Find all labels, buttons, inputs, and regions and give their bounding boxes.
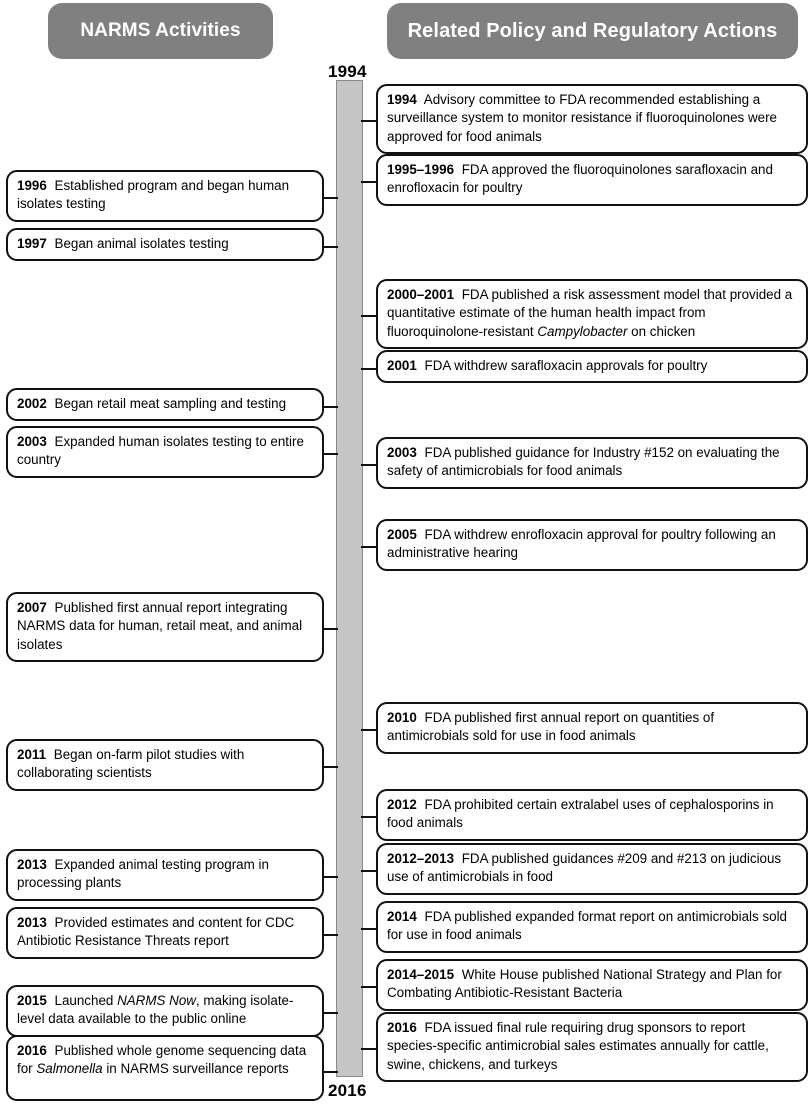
policy-action-box-2001-3: 2001 FDA withdrew sarafloxacin approvals…: [376, 350, 808, 384]
event-text: FDA published expanded format report on …: [387, 909, 788, 943]
event-year: 2013: [17, 915, 47, 930]
event-year: 2000–2001: [387, 287, 455, 302]
event-year: 2013: [17, 857, 47, 872]
event-text: FDA published guidances #209 and #213 on…: [387, 851, 782, 885]
connector-line: [324, 406, 338, 409]
event-text: FDA published guidance for Industry #152…: [387, 445, 780, 479]
event-text: Expanded animal testing program in proce…: [17, 857, 269, 891]
connector-line: [361, 181, 378, 184]
event-year: 1994: [387, 92, 417, 107]
event-year: 1996: [17, 178, 47, 193]
connector-line: [361, 986, 378, 989]
connector-line: [324, 453, 338, 456]
event-text: FDA withdrew sarafloxacin approvals for …: [420, 358, 708, 373]
policy-action-box-2005-5: 2005 FDA withdrew enrofloxacin approval …: [376, 519, 808, 571]
narms-activity-box-2007-4: 2007 Published first annual report integ…: [6, 592, 324, 663]
event-year: 2001: [387, 358, 417, 373]
connector-line: [361, 546, 378, 549]
event-year: 2014–2015: [387, 967, 455, 982]
event-text: Began animal isolates testing: [50, 236, 229, 251]
policy-action-box-2012–2013-8: 2012–2013 FDA published guidances #209 a…: [376, 843, 808, 895]
event-text: FDA published a risk assessment model th…: [387, 287, 793, 339]
header-narms-activities: NARMS Activities: [48, 3, 273, 59]
connector-line: [324, 876, 338, 879]
policy-action-box-2000–2001-2: 2000–2001 FDA published a risk assessmen…: [376, 279, 808, 350]
connector-line: [361, 1048, 378, 1051]
narms-activity-box-2015-8: 2015 Launched NARMS Now, making isolate-…: [6, 985, 324, 1037]
narms-activity-box-2013-7: 2013 Provided estimates and content for …: [6, 907, 324, 959]
connector-line: [361, 870, 378, 873]
event-text: Expanded human isolates testing to entir…: [17, 434, 304, 468]
connector-line: [324, 628, 338, 631]
event-year: 2012–2013: [387, 851, 455, 866]
policy-action-box-2014–2015-10: 2014–2015 White House published National…: [376, 959, 808, 1011]
connector-line: [324, 934, 338, 937]
narms-activity-box-2013-6: 2013 Expanded animal testing program in …: [6, 849, 324, 901]
event-text: FDA issued final rule requiring drug spo…: [387, 1020, 769, 1072]
event-text: Launched NARMS Now, making isolate-level…: [17, 993, 294, 1027]
connector-line: [361, 816, 378, 819]
event-year: 2015: [17, 993, 47, 1008]
narms-activity-box-2011-5: 2011 Began on-farm pilot studies with co…: [6, 739, 324, 791]
connector-line: [324, 1071, 338, 1074]
policy-action-box-2003-4: 2003 FDA published guidance for Industry…: [376, 437, 808, 489]
timeline-start-year: 1994: [328, 62, 367, 81]
connector-line: [361, 464, 378, 467]
connector-line: [361, 729, 378, 732]
event-year: 2003: [17, 434, 47, 449]
policy-action-box-1995–1996-1: 1995–1996 FDA approved the fluoroquinolo…: [376, 154, 808, 206]
connector-line: [361, 368, 378, 371]
policy-action-box-2012-7: 2012 FDA prohibited certain extralabel u…: [376, 789, 808, 841]
timeline-end-year: 2016: [328, 1081, 367, 1100]
event-text: Established program and began human isol…: [17, 178, 290, 212]
event-year: 2014: [387, 909, 417, 924]
event-text: FDA published first annual report on qua…: [387, 710, 715, 744]
policy-action-box-2014-9: 2014 FDA published expanded format repor…: [376, 901, 808, 953]
connector-line: [361, 928, 378, 931]
timeline-spine: [336, 80, 363, 1077]
event-year: 2002: [17, 396, 47, 411]
event-text: FDA prohibited certain extralabel uses o…: [387, 797, 774, 831]
event-text: FDA withdrew enrofloxacin approval for p…: [387, 527, 776, 561]
connector-line: [361, 315, 378, 318]
connector-line: [324, 246, 338, 249]
policy-action-box-1994-0: 1994 Advisory committee to FDA recommend…: [376, 84, 808, 155]
event-year: 2016: [387, 1020, 417, 1035]
event-text: Began on-farm pilot studies with collabo…: [17, 747, 245, 781]
connector-line: [324, 1012, 338, 1015]
narms-activity-box-1996-0: 1996 Established program and began human…: [6, 170, 324, 222]
event-text: Provided estimates and content for CDC A…: [17, 915, 295, 949]
event-year: 1995–1996: [387, 162, 455, 177]
narms-activity-box-2003-3: 2003 Expanded human isolates testing to …: [6, 426, 324, 478]
header-policy-actions: Related Policy and Regulatory Actions: [387, 3, 798, 59]
connector-line: [324, 766, 338, 769]
connector-line: [324, 197, 338, 200]
event-text: FDA approved the fluoroquinolones sarafl…: [387, 162, 773, 196]
event-text: White House published National Strategy …: [387, 967, 782, 1001]
event-text: Began retail meat sampling and testing: [50, 396, 287, 411]
narms-activity-box-2002-2: 2002 Began retail meat sampling and test…: [6, 388, 324, 422]
narms-activity-box-2016-9: 2016 Published whole genome sequencing d…: [6, 1035, 324, 1101]
event-text: Published first annual report integratin…: [17, 600, 303, 652]
event-year: 2007: [17, 600, 47, 615]
event-year: 1997: [17, 236, 47, 251]
narms-activity-box-1997-1: 1997 Began animal isolates testing: [6, 228, 324, 262]
event-year: 2003: [387, 445, 417, 460]
event-year: 2005: [387, 527, 417, 542]
event-year: 2016: [17, 1043, 47, 1058]
event-text: Advisory committee to FDA recommended es…: [387, 92, 777, 144]
event-year: 2011: [17, 747, 47, 762]
connector-line: [361, 120, 378, 123]
policy-action-box-2010-6: 2010 FDA published first annual report o…: [376, 702, 808, 754]
event-year: 2010: [387, 710, 417, 725]
event-year: 2012: [387, 797, 417, 812]
policy-action-box-2016-11: 2016 FDA issued final rule requiring dru…: [376, 1012, 808, 1083]
event-text: Published whole genome sequencing data f…: [17, 1043, 307, 1077]
